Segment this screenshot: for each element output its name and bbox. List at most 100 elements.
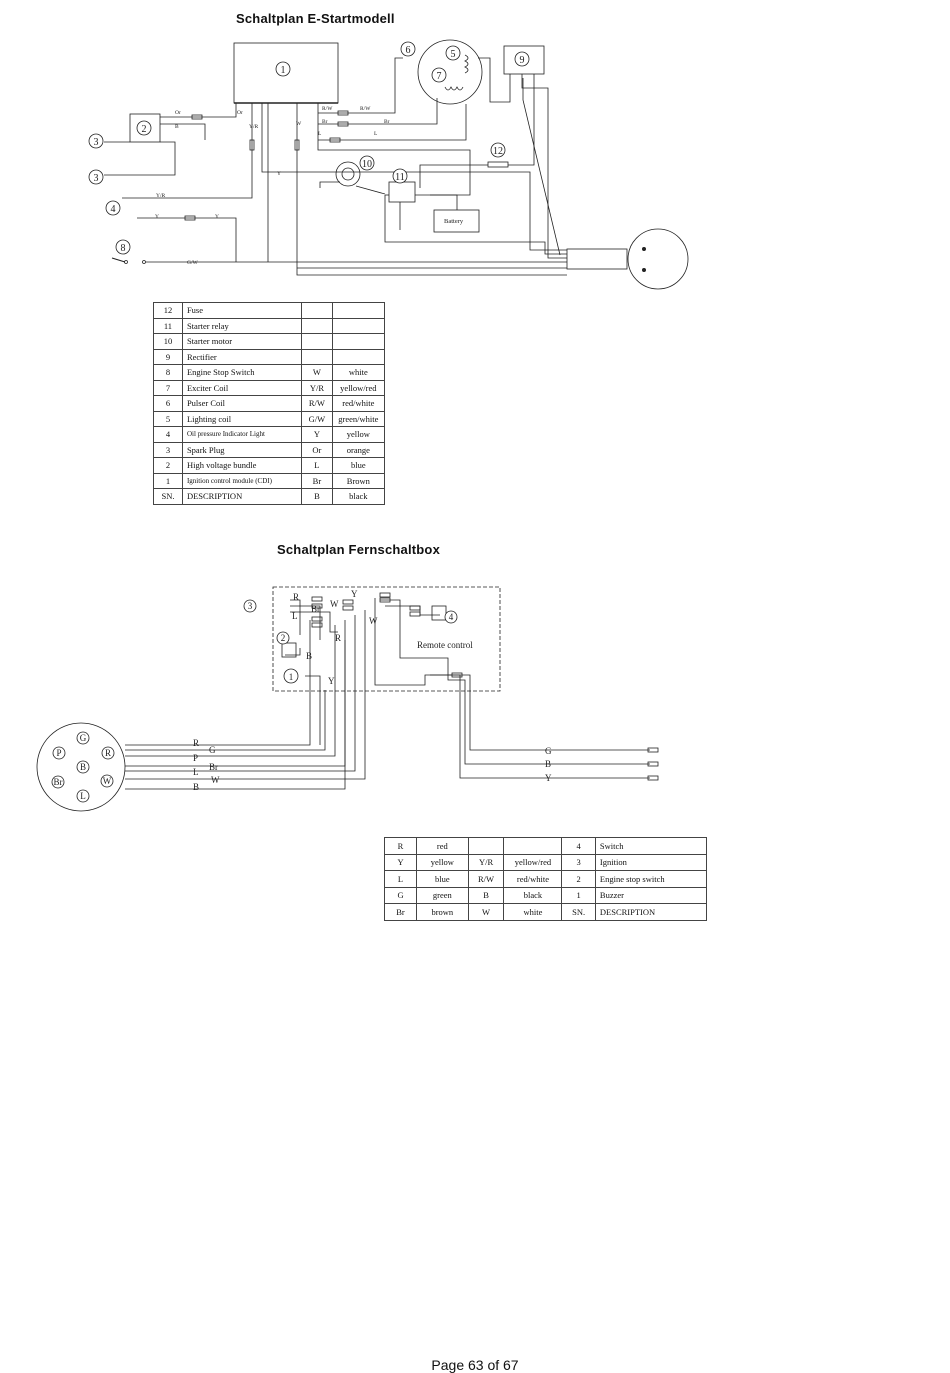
legend-cell-c4: red/white	[503, 870, 563, 888]
left-wire-l: L	[193, 767, 199, 777]
legend-cell-desc: Switch	[594, 837, 708, 855]
legend-cell-c1: Y	[383, 853, 418, 871]
pin-b: B	[80, 762, 86, 772]
legend-cell-color: blue	[331, 457, 386, 474]
num-7: 7	[437, 71, 442, 82]
left-wire-br: Br	[209, 762, 218, 772]
legend-cell-desc: Rectifier	[181, 348, 303, 365]
box-label-w2: W	[369, 616, 378, 626]
legend-cell-code: R/W	[301, 395, 333, 412]
wire-l-1: L	[318, 131, 322, 137]
rectifier-box	[503, 45, 545, 75]
legend-cell-desc: Buzzer	[594, 886, 708, 904]
box-label-w1: W	[330, 599, 339, 609]
bnum-3: 3	[248, 601, 253, 611]
legend-cell-c2: brown	[416, 903, 469, 921]
legend-cell-sn: 10	[153, 333, 183, 350]
legend-cell-sn: 6	[153, 395, 183, 412]
legend-cell-desc: Engine Stop Switch	[181, 364, 303, 381]
legend-cell-c4: yellow/red	[503, 853, 563, 871]
legend-cell-color: Brown	[331, 472, 386, 489]
right-wire-y: Y	[545, 773, 552, 783]
legend-cell-desc: Starter relay	[181, 317, 303, 334]
legend-cell-desc: Fuse	[181, 302, 303, 319]
legend-cell-desc: Exciter Coil	[181, 379, 303, 396]
num-1: 1	[281, 65, 286, 76]
pin-br: Br	[54, 777, 63, 787]
legend-cell-code: L	[301, 457, 333, 474]
num-12: 12	[493, 146, 503, 157]
legend-cell-sn: 4	[153, 426, 183, 443]
remote-control-box	[272, 586, 501, 692]
legend-cell-code: Br	[301, 472, 333, 489]
legend-cell-c3: W	[467, 903, 505, 921]
wire-y-3: Y	[215, 214, 219, 220]
legend-cell-desc: Engine stop switch	[594, 870, 708, 888]
legend-cell-sn: 1	[561, 886, 596, 904]
wire-rw-2: R/W	[360, 106, 371, 112]
box-label-b: B	[306, 651, 312, 661]
legend-cell-c3: R/W	[467, 870, 505, 888]
legend-cell-c1: R	[383, 837, 418, 855]
flywheel-coil	[417, 39, 483, 105]
wire-yr-2: Y/R	[156, 193, 166, 199]
legend-cell-sn: 9	[153, 348, 183, 365]
legend-cell-color	[331, 317, 386, 334]
legend-cell-c2: green	[416, 886, 469, 904]
wire-rw-1: R/W	[322, 106, 333, 112]
starter-motor	[335, 161, 361, 187]
wire-or-1: Or	[175, 110, 181, 116]
legend-cell-color: orange	[331, 441, 386, 458]
wire-y-2: Y	[155, 214, 159, 220]
legend-cell-sn: SN.	[153, 488, 183, 505]
left-wire-w: W	[211, 775, 220, 785]
pin-w: W	[103, 776, 112, 786]
pin-p: P	[56, 748, 61, 758]
wire-or-2: Or	[237, 110, 243, 116]
num-2: 2	[142, 124, 147, 135]
num-3a: 3	[94, 137, 99, 148]
pin-r: R	[105, 748, 111, 758]
num-4: 4	[111, 204, 116, 215]
battery-box	[433, 209, 480, 233]
wire-l-2: L	[374, 131, 378, 137]
remote-control-label: Remote control	[417, 640, 473, 650]
legend-cell-desc: Starter motor	[181, 333, 303, 350]
left-wire-r: R	[193, 738, 199, 748]
legend-cell-c1: Br	[383, 903, 418, 921]
box-label-l: L	[292, 611, 298, 621]
legend-cell-desc: Oil pressure Indicator Light	[181, 426, 303, 443]
num-6: 6	[406, 45, 411, 56]
legend-cell-color: white	[331, 364, 386, 381]
legend-cell-sn: 2	[561, 870, 596, 888]
bottom-diagram-title: Schaltplan Fernschaltbox	[277, 542, 441, 557]
num-9: 9	[520, 55, 525, 66]
bnum-2: 2	[281, 633, 286, 643]
pin-g: G	[80, 733, 87, 743]
legend-cell-code: G/W	[301, 410, 333, 427]
legend-cell-c1: L	[383, 870, 418, 888]
box-label-r2: R	[335, 633, 341, 643]
wire-w-1: W	[296, 121, 302, 127]
legend-cell-desc: Spark Plug	[181, 441, 303, 458]
right-wire-g: G	[545, 746, 552, 756]
legend-cell-sn: 11	[153, 317, 183, 334]
legend-cell-code: B	[301, 488, 333, 505]
legend-cell-code	[301, 348, 333, 365]
legend-cell-c3	[467, 837, 505, 855]
wire-gw: G/W	[187, 260, 199, 266]
legend-cell-color: green/white	[331, 410, 386, 427]
legend-cell-desc: Ignition	[594, 853, 708, 871]
